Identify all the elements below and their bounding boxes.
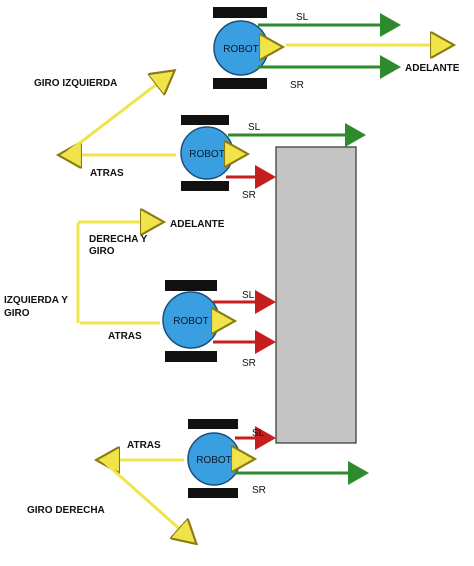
scene-3: ROBOT SL SR ADELANTE DERECHA Y GIRO IZQU…: [4, 219, 276, 369]
giro-izquierda-label: GIRO IZQUIERDA: [34, 78, 117, 89]
sl-label: SL: [248, 122, 261, 133]
atras-label: ATRAS: [127, 440, 161, 451]
izquierda-y-giro-label-1: IZQUIERDA Y: [4, 295, 68, 306]
wheel-top: [188, 419, 238, 429]
giro-derecha-label: GIRO DERECHA: [27, 505, 105, 516]
turn-left-arrow: [63, 74, 170, 157]
adelante-label: ADELANTE: [170, 219, 225, 230]
wheel-top: [165, 280, 217, 291]
wheel-bottom: [181, 181, 229, 191]
obstacle-wall: [275, 146, 357, 444]
sl-label: SL: [252, 428, 265, 439]
sl-label: SL: [242, 290, 255, 301]
turn-right-arrow: [101, 458, 192, 540]
adelante-label: ADELANTE: [405, 63, 460, 74]
sl-label: SL: [296, 12, 309, 23]
wheel-bottom: [165, 351, 217, 362]
robot-label: ROBOT: [189, 149, 225, 160]
wheel-top: [181, 115, 229, 125]
robot-label: ROBOT: [223, 44, 259, 55]
scene-2: ROBOT SL SR ATRAS: [63, 74, 366, 201]
atras-label: ATRAS: [108, 331, 142, 342]
scene-4: ROBOT SL SR ATRAS GIRO DERECHA: [27, 419, 369, 540]
izquierda-y-giro-label-2: GIRO: [4, 308, 30, 319]
wheel-top: [213, 7, 267, 18]
atras-label: ATRAS: [90, 168, 124, 179]
robot-label: ROBOT: [196, 455, 232, 466]
scene-1: ROBOT SL SR ADELANTE GIRO IZQUIERDA: [34, 7, 460, 91]
sr-label: SR: [252, 485, 266, 496]
sr-label: SR: [242, 358, 256, 369]
derecha-y-giro-label-2: GIRO: [89, 246, 115, 257]
wheel-bottom: [213, 78, 267, 89]
derecha-y-giro-label-1: DERECHA Y: [89, 234, 148, 245]
wheel-bottom: [188, 488, 238, 498]
sr-label: SR: [290, 80, 304, 91]
sr-label: SR: [242, 190, 256, 201]
robot-label: ROBOT: [173, 316, 209, 327]
